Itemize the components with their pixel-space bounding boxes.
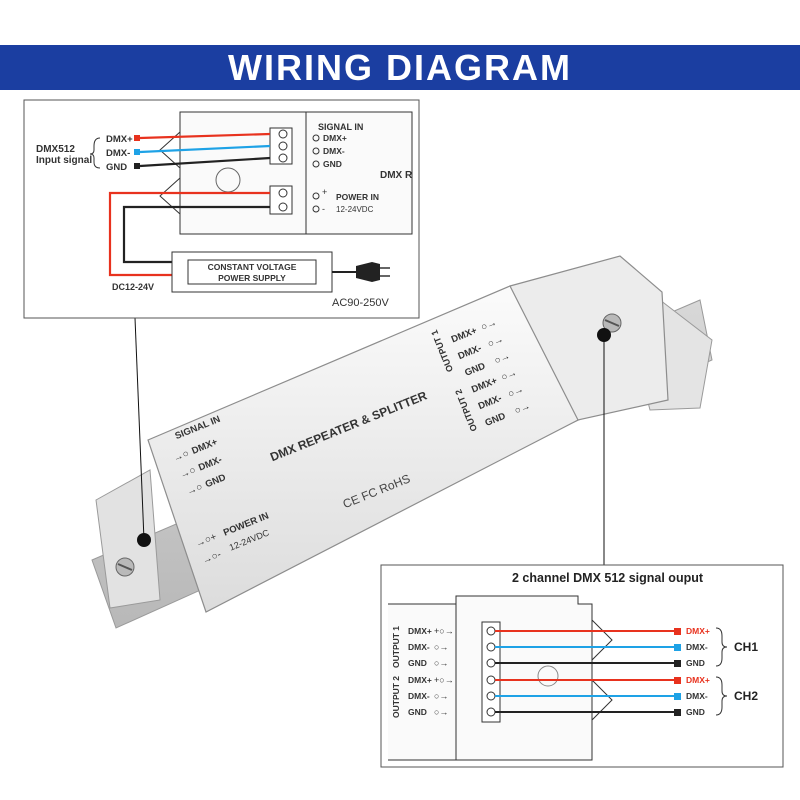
output-left-arrow: ○→ [434, 642, 448, 652]
terminal-screw [278, 129, 288, 139]
output-wiring-panel: 2 channel DMX 512 signal ouput OUTPUT 1 … [380, 564, 784, 768]
panel-terminal-label: DMX+ [323, 133, 347, 143]
output-left-labels: DMX+ DMX- GND DMX+ DMX- GND +○→ ○→ ○→ +○… [408, 626, 454, 717]
panel-terminal-label: DMX- [323, 146, 345, 156]
output-left-label: DMX- [408, 642, 430, 652]
wire-power-negative [122, 205, 270, 264]
source-label-input-signal: Input signal [36, 155, 92, 166]
output-device-flange-bottom [591, 678, 613, 722]
power-supply-label-line1: CONSTANT VOLTAGE [208, 262, 297, 272]
output-right-label: GND [686, 707, 705, 717]
output-left-arrow: +○→ [434, 675, 454, 685]
title-banner: WIRING DIAGRAM [0, 45, 800, 90]
panel-terminal-label: GND [323, 159, 342, 169]
wire-dmx-minus [139, 144, 271, 154]
channel1-label: CH1 [734, 640, 758, 654]
output-left-label: DMX+ [408, 626, 432, 636]
terminal-block-power [269, 185, 293, 215]
wire-end-blue [134, 149, 140, 155]
dc-voltage-label: DC12-24V [112, 282, 154, 292]
device-detail-outline [179, 111, 413, 235]
panel-device-label: DMX R [380, 170, 413, 181]
leader-dot-input [137, 533, 151, 547]
panel-power-plus: + [322, 187, 327, 197]
device-photo: DMX REPEATER & SPLITTER CE FC RoHS SIGNA… [91, 255, 713, 629]
terminal-dot [312, 147, 320, 155]
terminal-dot [312, 160, 320, 168]
panel-power-in-label: POWER IN [336, 192, 379, 202]
wire-end-blue [674, 693, 681, 700]
source-label-dmx512: DMX512 [36, 144, 75, 155]
power-supply-label-frame [187, 259, 317, 285]
wire-end-red [674, 677, 681, 684]
panel-power-minus: - [322, 204, 325, 214]
output-right-label: DMX+ [686, 626, 710, 636]
channel2-label: CH2 [734, 689, 758, 703]
terminal-screw [278, 153, 288, 163]
source-brace [89, 137, 101, 169]
wire-end-red [134, 135, 140, 141]
wire-end-red [674, 628, 681, 635]
wire-end-black [134, 163, 140, 169]
output-left-label: GND [408, 707, 427, 717]
device-screw-right [602, 313, 622, 333]
output-right-label: GND [686, 658, 705, 668]
terminal-dot [312, 192, 320, 200]
output-right-label: DMX+ [686, 675, 710, 685]
output-left-label: DMX- [408, 691, 430, 701]
output-right-label: DMX- [686, 691, 708, 701]
ch1-brace [715, 627, 728, 667]
wire-end-black [674, 660, 681, 667]
input-wire-label: GND [106, 162, 127, 173]
output-panel-title: 2 channel DMX 512 signal ouput [512, 571, 704, 585]
wire-dmx-plus [139, 132, 271, 140]
panel-signal-in-title: SIGNAL IN [318, 122, 363, 132]
device-end-cap [509, 255, 669, 421]
output-left-label: DMX+ [408, 675, 432, 685]
terminal-screw [278, 188, 288, 198]
leader-line-input [134, 317, 145, 541]
input-wiring-panel: DMX512 Input signal DMX+ DMX- GND SIGNAL… [23, 99, 420, 319]
output1-group-title: OUTPUT 1 [391, 626, 401, 668]
terminal-dot [312, 205, 320, 213]
mains-plug-icon [356, 262, 390, 282]
wire-end-blue [674, 644, 681, 651]
terminal-screw [278, 202, 288, 212]
output-terminal-strip [481, 621, 501, 723]
output-left-arrow: ○→ [434, 691, 448, 701]
output-left-label: GND [408, 658, 427, 668]
wire-gnd [139, 156, 271, 168]
ch2-brace [715, 676, 728, 716]
ac-voltage-label: AC90-250V [332, 297, 390, 309]
output-left-arrow: ○→ [434, 658, 448, 668]
terminal-block-signal [269, 127, 293, 165]
wire-end-black [674, 709, 681, 716]
callout-leaders [134, 317, 611, 565]
power-supply-label-line2: POWER SUPPLY [218, 273, 286, 283]
output2-group-title: OUTPUT 2 [391, 676, 401, 718]
output-right-label: DMX- [686, 642, 708, 652]
output-device-screw [537, 665, 559, 687]
device-detail-flange-bottom [159, 176, 181, 216]
device-left-ear [95, 469, 161, 609]
input-wire-label: DMX+ [106, 134, 133, 145]
panel-power-voltage: 12-24VDC [336, 205, 374, 214]
page-title: WIRING DIAGRAM [228, 47, 572, 88]
input-wire-label: DMX- [106, 148, 130, 159]
terminal-dot [312, 134, 320, 142]
terminal-screw [278, 141, 288, 151]
wire-power-positive [108, 191, 270, 277]
device-screw-left [115, 557, 135, 577]
output-left-arrow: ○→ [434, 707, 448, 717]
leader-dot-output [597, 328, 611, 342]
output-left-arrow: +○→ [434, 626, 454, 636]
